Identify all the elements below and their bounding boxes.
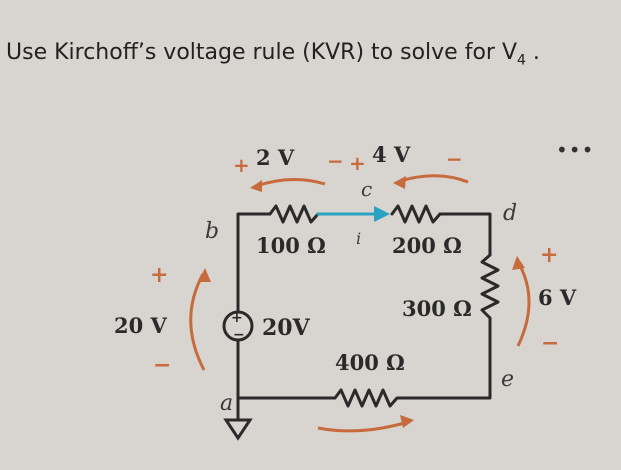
resistor-200-icon [390,204,442,224]
arrow-6v-head-icon [512,256,525,270]
resistor-400-icon [333,388,409,408]
arrow-20v-icon [189,273,206,371]
arrow-6v-icon [516,261,531,347]
left-minus: − [153,352,171,378]
arrow-2v-head-icon [250,180,262,192]
voltage-source-icon [222,310,254,342]
ground-icon [223,418,253,441]
bottom-wire [236,316,492,400]
right-minus: − [541,330,559,356]
top-right-wire [438,212,492,257]
arrow-20v-head-icon [198,268,211,282]
node-c: c [361,177,372,201]
top-left-minus: − [327,149,344,173]
arrow-bottom-head-icon [400,415,414,428]
right-voltage: 6 V [538,285,577,310]
node-e: e [501,367,514,392]
left-plus: + [150,262,168,288]
current-arrow-icon [374,206,390,222]
question-subscript: 4 [517,52,526,69]
top-left-voltage: 2 V [256,145,295,170]
arrow-4v-icon [399,174,469,184]
more-options-icon[interactable]: ••• [556,138,595,162]
source-minus: − [233,327,245,343]
top-right-minus: − [446,147,463,171]
node-b: b [205,219,219,244]
label-300-ohm: 300 Ω [402,296,472,321]
top-left-plus: + [233,153,250,177]
label-100-ohm: 100 Ω [256,233,326,258]
resistor-100-icon [268,204,320,224]
source-plus: + [231,310,243,326]
question-text: Use Kirchoff’s voltage rule (KVR) to sol… [6,40,540,68]
label-400-ohm: 400 Ω [335,350,405,375]
label-200-ohm: 200 Ω [392,233,462,258]
arrow-2v-icon [255,177,326,188]
node-a: a [220,391,233,416]
right-plus: + [540,242,558,268]
current-label: i [356,229,361,248]
question-suffix: . [525,40,540,65]
left-voltage: 20 V [114,313,168,338]
top-right-plus: + [349,151,366,175]
arrow-bottom-icon [317,420,409,433]
resistor-300-icon [480,253,500,320]
source-20v-label: 20V [262,315,311,341]
node-d: d [503,201,517,226]
top-right-voltage: 4 V [372,142,411,167]
arrow-4v-head-icon [393,176,406,189]
question-main: Use Kirchoff’s voltage rule (KVR) to sol… [6,40,517,65]
